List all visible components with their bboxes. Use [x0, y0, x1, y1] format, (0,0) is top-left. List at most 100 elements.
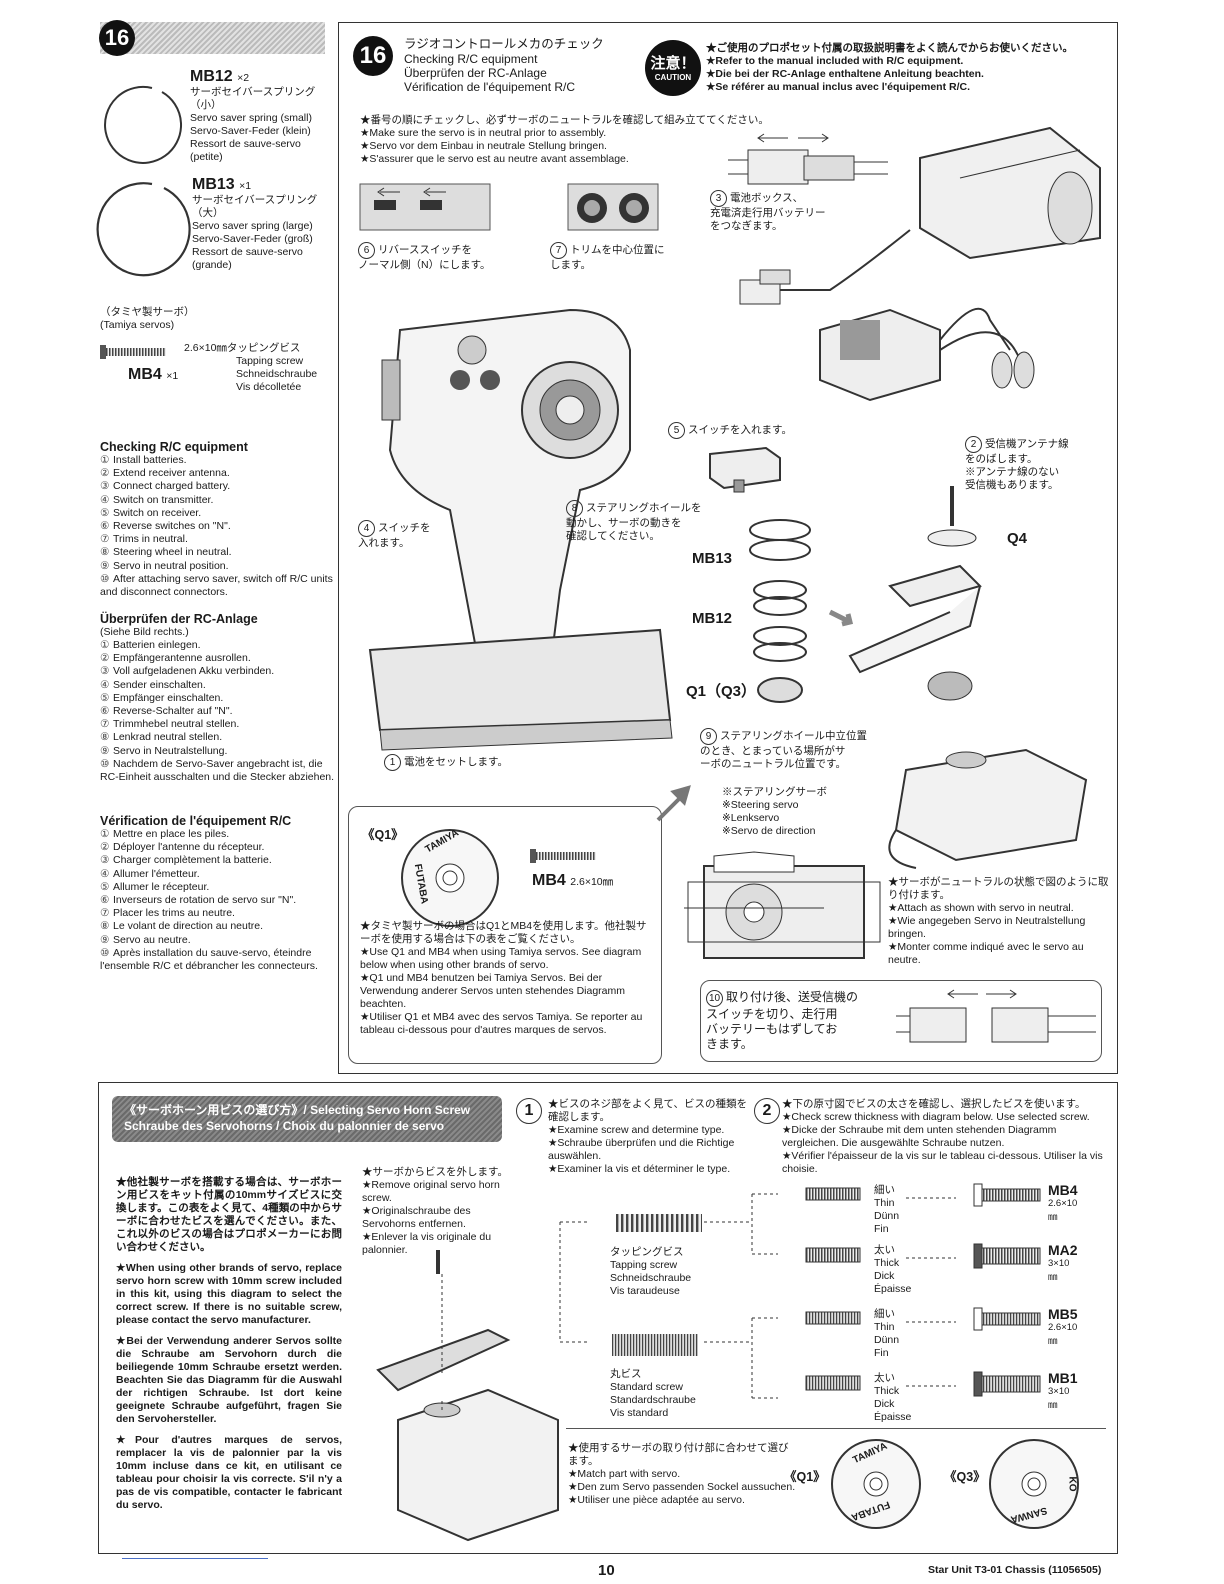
servo-horn-left-text: ★他社製サーボを搭載する場合は、サーボホーン用ビスをキット付属の10mmサイズビ… — [116, 1176, 342, 1511]
mb4-desc: 2.6×10㎜タッピングビス Tapping screw Schneidschr… — [184, 342, 318, 393]
circled-number: ② — [100, 652, 110, 665]
screw-row-4-result-icon — [973, 1371, 1041, 1397]
reverse-switch-icon — [359, 183, 491, 231]
checking-title: Checking R/C equipment — [100, 440, 248, 454]
switch-icon — [709, 446, 781, 493]
french-title: Vérification de l'équipement R/C — [100, 814, 292, 828]
german-item-text: Servo in Neutralstellung. — [113, 744, 228, 757]
german-item-text: Reverse-Schalter auf "N". — [113, 705, 233, 718]
circled-number: ③ — [100, 480, 110, 493]
tapping-screw-icon — [616, 1214, 702, 1232]
circled-number: ③ — [100, 854, 110, 867]
screw-row-4-thread-icon — [805, 1375, 861, 1391]
checking-item-text: Steering wheel in neutral. — [113, 546, 232, 559]
caution-text: ★ご使用のプロポセット付属の取扱説明書をよく読んでからお使いください。 ★Ref… — [706, 42, 1073, 93]
page-number: 10 — [598, 1562, 615, 1579]
battery-box-icon — [919, 126, 1101, 260]
circled-number: ⑦ — [100, 718, 110, 731]
circled-number: ② — [100, 841, 110, 854]
german-item-text: Lenkrad neutral stellen. — [113, 731, 223, 744]
disconnect-connector-icon — [896, 989, 1096, 1043]
checking-item-text: Switch on receiver. — [113, 506, 202, 519]
circled-number: ⑤ — [100, 506, 110, 519]
q1-box-label: 《Q1》 — [362, 828, 404, 842]
main-title: ラジオコントロールメカのチェック Checking R/C equipment … — [404, 37, 604, 94]
connector-icon — [728, 133, 888, 185]
french-item-text: Allumer le récepteur. — [113, 880, 210, 893]
transmitter-illustration — [368, 308, 673, 751]
footer-rule — [122, 1558, 268, 1559]
checking-item-text: Connect charged battery. — [113, 480, 231, 493]
mb13-part-label: MB13 — [692, 550, 733, 567]
german-item-text: Batterien einlegen. — [113, 639, 201, 651]
disconnect-box — [700, 980, 1102, 1062]
bottom-q3-label: 《Q3》 — [944, 1470, 986, 1484]
french-item-text: Mettre en place les piles. — [113, 828, 230, 840]
german-section: Überprüfen der RC-Anlage (Siehe Bild rec… — [100, 612, 338, 784]
german-item-text: Empfängerantenne ausrollen. — [113, 652, 251, 665]
caution-badge: 注意！ CAUTION — [645, 40, 701, 96]
circled-number: ② — [100, 467, 110, 480]
mb12-label: MB12 ×2 サーボセイバースプリング（小） Servo saver spri… — [190, 68, 316, 163]
arrow-icon — [656, 785, 691, 822]
standard-screw-icon — [612, 1334, 698, 1356]
german-item-text: Trimmhebel neutral stellen. — [113, 718, 240, 731]
footer-title: Star Unit T3-01 Chassis (11056505) — [928, 1564, 1102, 1576]
circled-number: ⑦ — [100, 533, 110, 546]
screw-row-2-result-icon — [973, 1243, 1041, 1269]
bottom-q3-right-text: KO — [1066, 1476, 1078, 1492]
checking-item-text: Switch on transmitter. — [113, 493, 214, 506]
checking-item-text: After attaching servo saver, switch off … — [100, 572, 333, 599]
servo-horn-explode-icon — [376, 1250, 559, 1542]
screw-row-1-result-icon — [973, 1183, 1041, 1207]
step-2-number: 2 — [754, 1098, 780, 1124]
checking-item-text: Trims in neutral. — [113, 533, 188, 546]
circled-number: ④ — [100, 867, 110, 880]
match-divider — [566, 1428, 1106, 1429]
main-step-number: 16 — [353, 36, 393, 76]
q1-box-mb4-label: MB4 2.6×10㎜ — [532, 872, 614, 889]
french-item-text: Le volant de direction au neutre. — [113, 920, 264, 933]
german-item-text: Empfänger einschalten. — [113, 691, 224, 704]
mb4-label: MB4 ×1 — [128, 366, 179, 383]
step-header-bar — [100, 22, 325, 54]
french-item-text: Servo au neutre. — [113, 933, 191, 946]
mb12-spring-icon — [104, 85, 183, 164]
circled-number: ⑩ — [100, 946, 110, 959]
screw-row-3-thread-icon — [805, 1311, 861, 1325]
mb4-box-screw-icon — [530, 849, 596, 863]
french-item-text: Allumer l'émetteur. — [113, 867, 200, 880]
screw-flow-lines — [559, 1193, 956, 1399]
circled-number: ⑤ — [100, 691, 110, 704]
q4-part-label: Q4 — [1007, 530, 1028, 547]
french-item-text: Charger complètement la batterie. — [113, 854, 272, 867]
circled-number: ⑧ — [100, 920, 110, 933]
servo-saver-parts-icon — [749, 519, 811, 703]
tamiya-servos-label: （タミヤ製サーボ） (Tamiya servos) — [100, 306, 195, 331]
